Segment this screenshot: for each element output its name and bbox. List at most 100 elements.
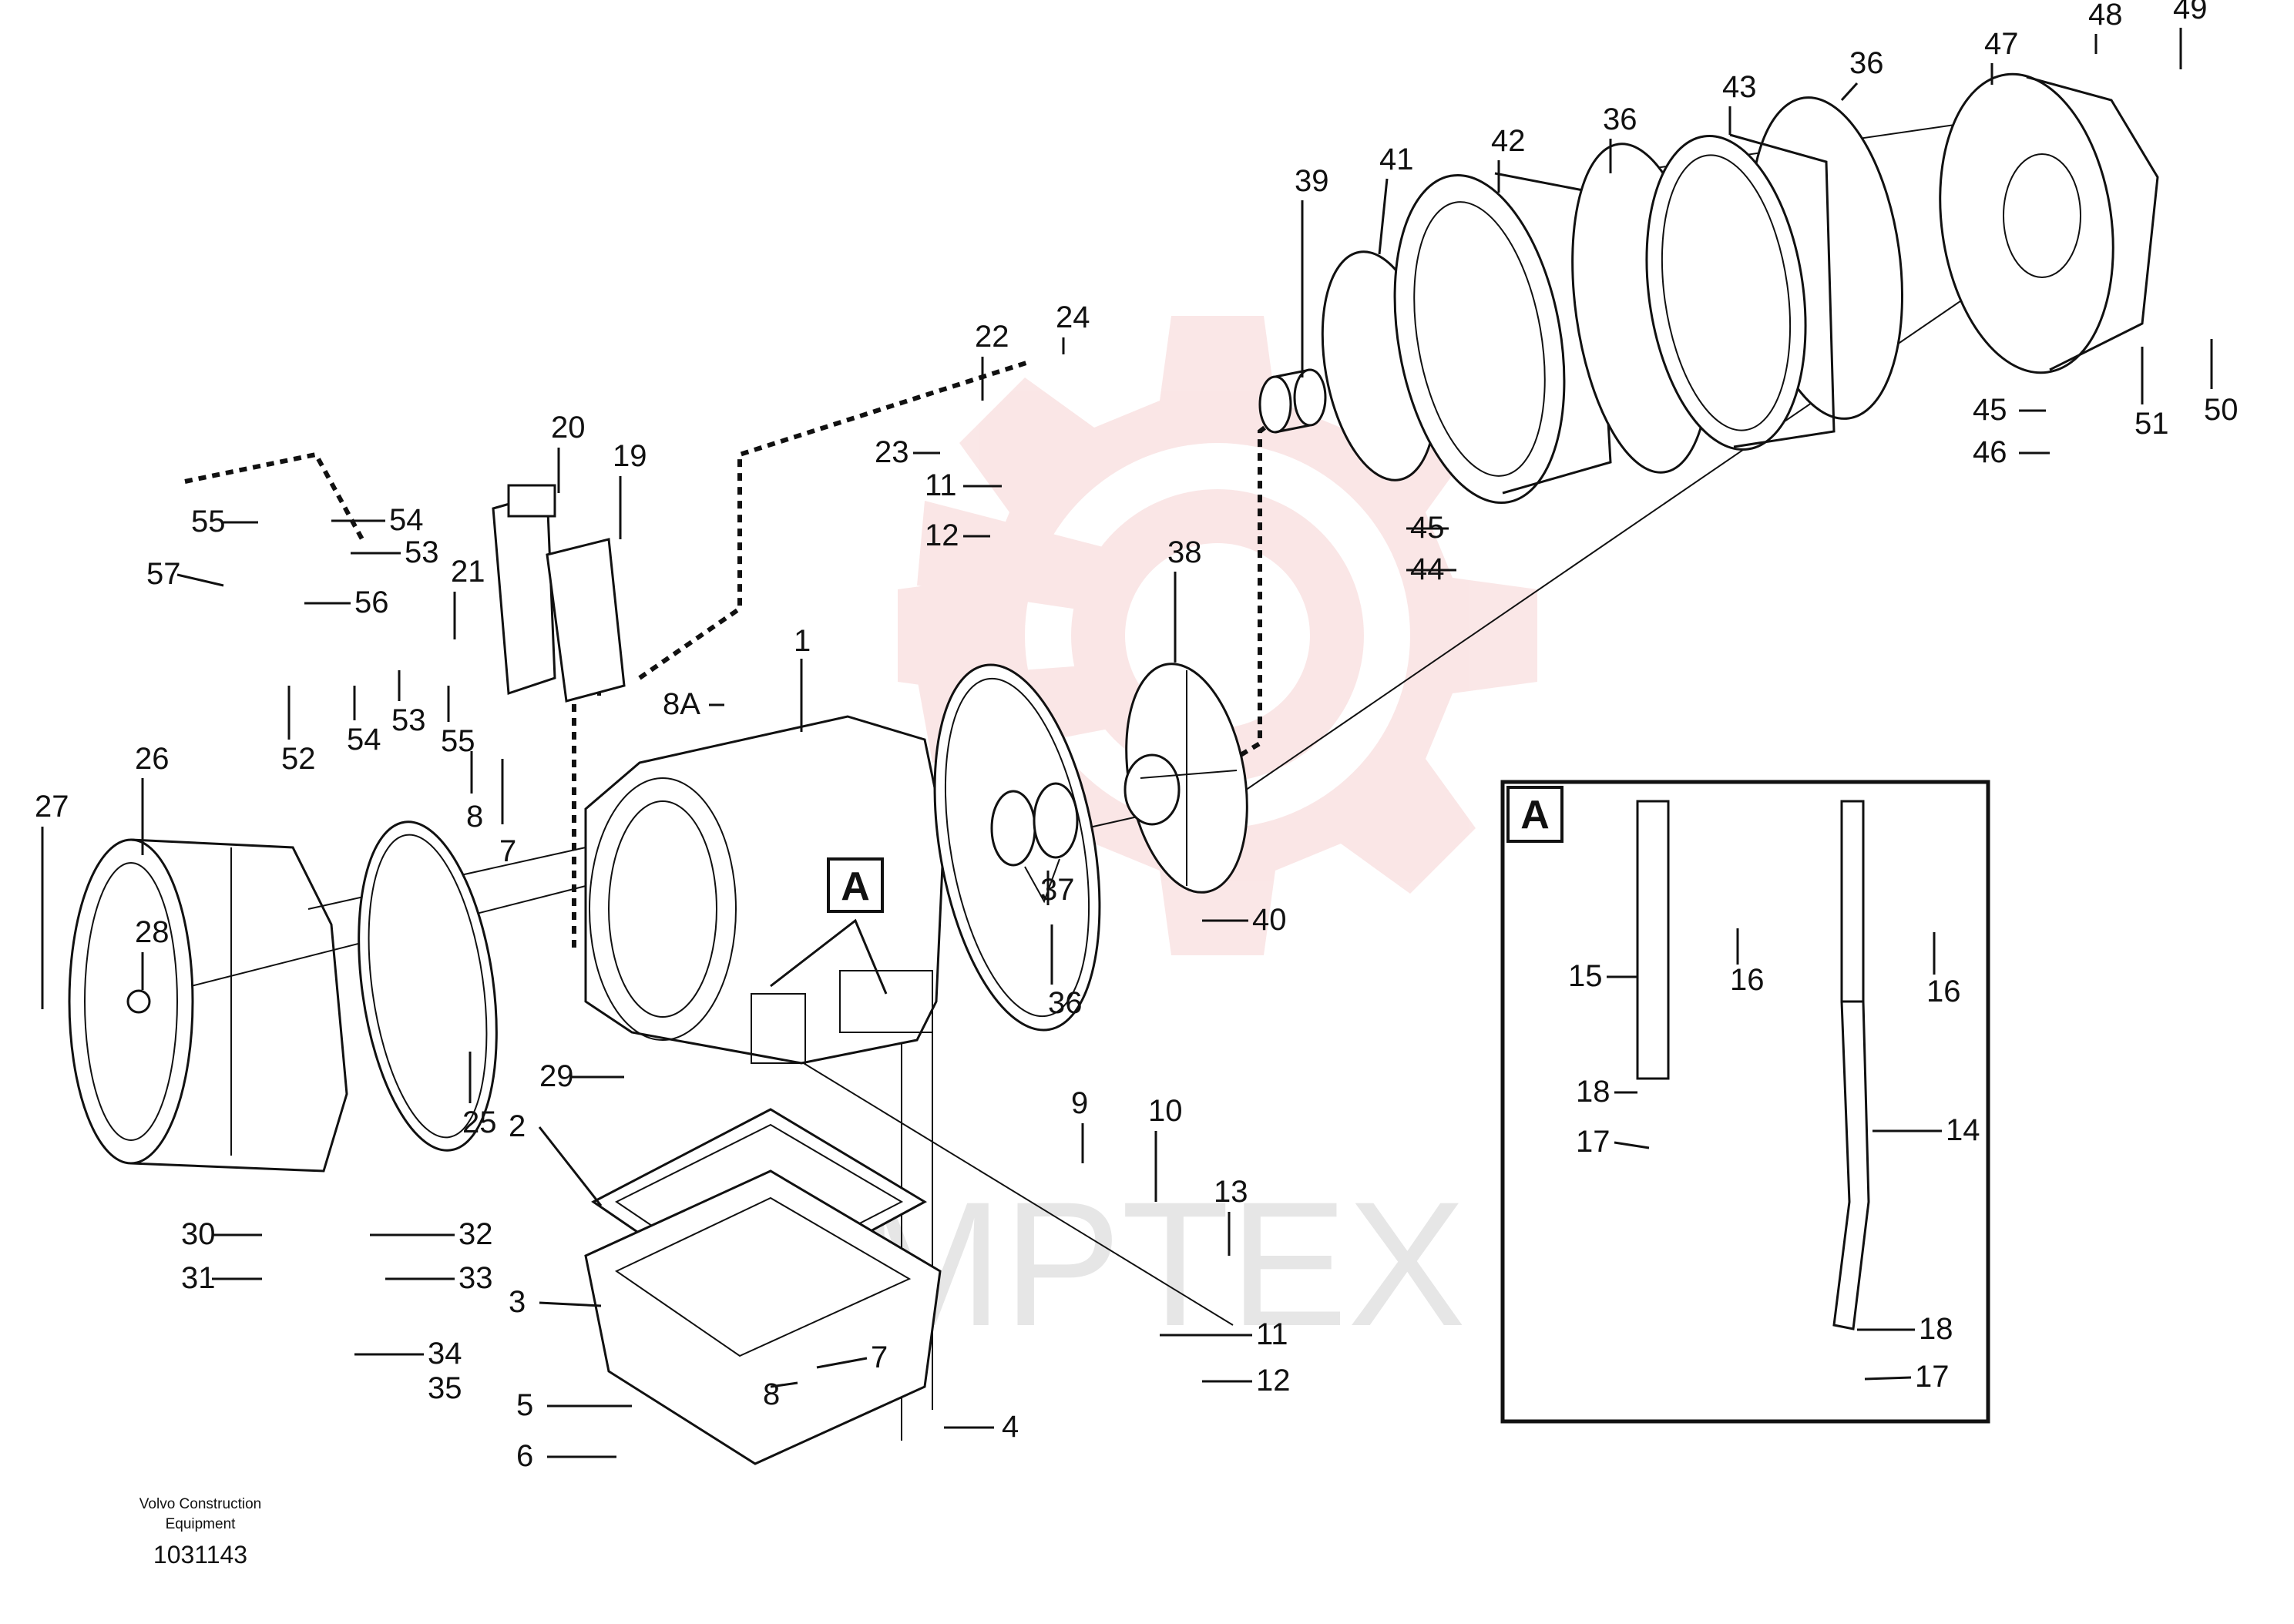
callout-c49: 49: [2173, 0, 2208, 25]
bell-housing-26: [68, 838, 348, 1173]
detail-marker-a: A: [770, 857, 888, 995]
leader-c41: [1378, 178, 1389, 255]
callout-c31: 31: [181, 1261, 216, 1295]
callout-c14: 14: [1946, 1113, 1980, 1147]
callout-c54a: 54: [389, 503, 424, 537]
callout-c8A: 8A: [663, 687, 700, 721]
callout-c10: 10: [1148, 1094, 1183, 1128]
oil-pan-3: [584, 1169, 942, 1465]
callout-c16a: 16: [1730, 963, 1765, 997]
callout-c36b: 36: [1603, 102, 1637, 136]
callout-c29: 29: [539, 1059, 574, 1093]
callout-c36c: 36: [1849, 46, 1884, 80]
callout-c46: 46: [1973, 435, 2007, 469]
gasket-36-center: [933, 663, 1101, 1032]
callout-c38: 38: [1167, 535, 1202, 569]
leader-c57: [176, 573, 224, 587]
callout-c1: 1: [794, 624, 811, 658]
callout-c13: 13: [1214, 1175, 1248, 1209]
callout-c36a: 36: [1048, 986, 1083, 1020]
callout-c8b: 8: [763, 1377, 780, 1411]
callout-c57: 57: [146, 557, 181, 591]
callout-c55a: 55: [191, 505, 226, 539]
callout-c42: 42: [1491, 124, 1526, 158]
callout-c27: 27: [35, 790, 69, 824]
callout-c33: 33: [458, 1261, 493, 1295]
callout-c7a: 7: [499, 834, 516, 868]
callout-c18a: 18: [1576, 1075, 1611, 1109]
leader-c7b: [816, 1357, 868, 1369]
callout-c21: 21: [451, 555, 485, 589]
callout-c43: 43: [1722, 70, 1757, 104]
callout-leaders: [41, 28, 2213, 1458]
callout-c3: 3: [509, 1285, 526, 1319]
callout-c32: 32: [458, 1217, 493, 1251]
callout-c54b: 54: [347, 723, 381, 757]
svg-text:A: A: [841, 864, 870, 909]
callout-c11b: 11: [1256, 1317, 1288, 1351]
callout-c45a: 45: [1410, 511, 1445, 545]
leader-c36c: [1840, 82, 1859, 102]
callout-c25: 25: [462, 1106, 497, 1139]
valve-body-20: [492, 484, 626, 703]
callout-c53a: 53: [405, 535, 439, 569]
callout-c9: 9: [1071, 1086, 1088, 1120]
callout-c37: 37: [1040, 873, 1075, 907]
callout-c28: 28: [135, 915, 170, 949]
footer: Volvo Construction Equipment 1031143: [85, 1495, 316, 1572]
callout-c11a: 11: [925, 468, 957, 502]
manufacturer-line-2: Equipment: [165, 1516, 236, 1532]
detail-panel-a: A: [1500, 780, 1990, 1424]
bushing-39: [1258, 368, 1327, 434]
callout-c7b: 7: [871, 1340, 888, 1374]
callout-c45b: 45: [1973, 393, 2007, 427]
callout-c8a: 8: [466, 800, 483, 834]
callout-c53b: 53: [391, 703, 426, 737]
watermark-text: MPTEX: [855, 1165, 1466, 1363]
callout-c2: 2: [509, 1109, 526, 1143]
transmission-housing-1: [584, 715, 945, 1065]
callout-c6: 6: [516, 1439, 533, 1473]
detail-panel-label: A: [1520, 793, 1550, 837]
callout-c12b: 12: [1256, 1364, 1291, 1398]
callout-c34: 34: [428, 1337, 462, 1371]
callout-c20: 20: [551, 411, 586, 445]
callout-c30: 30: [181, 1217, 216, 1251]
callout-c17a: 17: [1576, 1125, 1611, 1159]
callout-c35: 35: [428, 1371, 462, 1405]
callout-c17b: 17: [1915, 1360, 1950, 1394]
callout-c15: 15: [1568, 959, 1603, 993]
ring-gear-43: [1645, 133, 1836, 451]
callout-c55b: 55: [441, 724, 475, 758]
callout-c52: 52: [281, 742, 316, 776]
leader-c2: [538, 1126, 603, 1206]
callout-c47: 47: [1984, 27, 2019, 61]
leader-c8b: [770, 1381, 798, 1388]
callout-c41: 41: [1379, 143, 1414, 176]
leader-c17b: [1864, 1376, 1912, 1381]
callout-c22: 22: [975, 320, 1009, 354]
leader-c3: [539, 1301, 602, 1307]
pump-plate-38: [1123, 663, 1248, 894]
gasket-25: [358, 820, 498, 1152]
callout-c19: 19: [613, 439, 647, 473]
callout-c24: 24: [1056, 300, 1090, 334]
callout-c16b: 16: [1926, 975, 1961, 1008]
callout-c48: 48: [2088, 0, 2123, 32]
manufacturer-line-1: Volvo Construction: [139, 1496, 262, 1512]
callout-c44: 44: [1410, 552, 1445, 586]
leader-c17a: [1614, 1141, 1650, 1149]
document-number: 1031143: [153, 1541, 248, 1569]
callout-c23: 23: [875, 435, 909, 469]
callout-c4: 4: [1002, 1410, 1019, 1444]
rear-cover-47: [1939, 72, 2159, 374]
callout-c26: 26: [135, 742, 170, 776]
callout-c5: 5: [516, 1388, 533, 1422]
callout-c51: 51: [2134, 407, 2169, 441]
callout-c50: 50: [2204, 393, 2239, 427]
callout-c12a: 12: [925, 518, 959, 552]
callout-c18b: 18: [1919, 1312, 1953, 1346]
